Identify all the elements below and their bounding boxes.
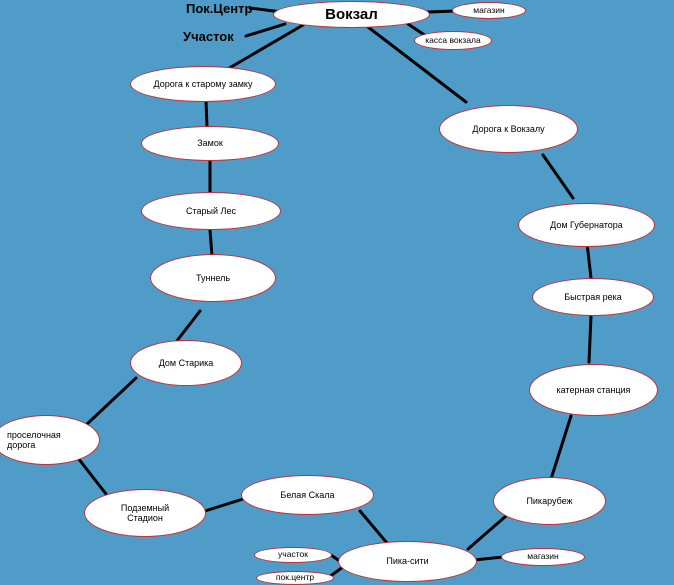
- edge: [76, 456, 108, 496]
- edge: [244, 22, 287, 38]
- node-magazin-bottom: магазин: [501, 548, 585, 566]
- node-tunnel: Туннель: [150, 254, 276, 302]
- node-podzemny-stadion: Подземный Стадион: [84, 489, 206, 537]
- node-stary-les: Старый Лес: [141, 192, 281, 230]
- edge: [204, 99, 209, 129]
- node-kassa-vokzala: касса вокзала: [414, 31, 492, 50]
- label-uchastok-top: Участок: [183, 29, 234, 44]
- edge: [208, 228, 214, 258]
- node-pikarubezh: Пикарубеж: [493, 477, 606, 525]
- node-katernaya-stanciya: катерная станция: [529, 364, 658, 416]
- node-zamok: Замок: [141, 126, 279, 161]
- edge: [472, 555, 505, 562]
- edge: [587, 314, 593, 364]
- node-proselochnaya-doroga: проселочная дорога: [0, 415, 100, 465]
- edge: [585, 241, 593, 280]
- node-dom-gubernatora: Дом Губернатора: [518, 203, 655, 247]
- edge: [466, 514, 508, 551]
- node-magazin-top: магазин: [452, 2, 526, 19]
- node-road-vokzal: Дорога к Вокзалу: [439, 105, 578, 153]
- node-bystraya-reka: Быстрая река: [532, 278, 654, 316]
- node-dom-starika: Дом Старика: [130, 340, 242, 386]
- edge: [358, 509, 389, 545]
- label-pokcentr-top: Пок.Центр: [186, 1, 253, 16]
- edge: [549, 414, 573, 481]
- edge: [203, 497, 245, 513]
- node-pika-siti: Пика-сити: [338, 541, 477, 582]
- node-uchastok-bottom: участок: [254, 547, 332, 563]
- node-vokzal: Вокзал: [273, 1, 430, 28]
- node-road-castle: Дорога к старому замку: [130, 66, 276, 102]
- node-belaya-skala: Белая Скала: [241, 475, 374, 515]
- edge: [366, 25, 468, 104]
- edge: [426, 9, 457, 14]
- edge: [541, 153, 575, 200]
- edge: [174, 309, 202, 344]
- node-pokcentr-bottom: пок.центр: [256, 571, 334, 585]
- edge: [224, 23, 305, 72]
- edge: [84, 376, 138, 427]
